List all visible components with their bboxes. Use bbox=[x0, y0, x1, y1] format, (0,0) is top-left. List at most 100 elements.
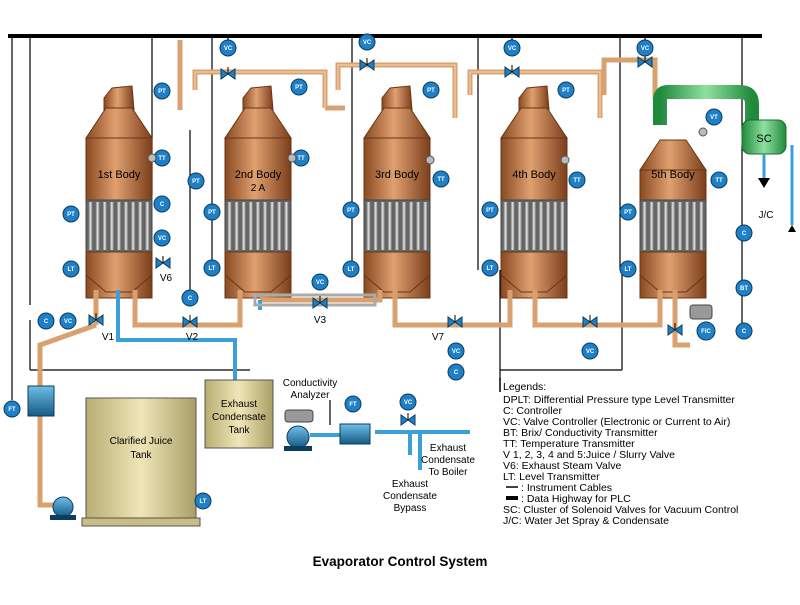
to-boiler-line1: Exhaust bbox=[430, 443, 466, 454]
ft-instrument-icon[interactable]: FT bbox=[3, 400, 21, 418]
pt-instrument-icon[interactable]: PT bbox=[422, 81, 440, 99]
legend-item: V 1, 2, 3, 4 and 5:Juice / Slurry Valve bbox=[503, 449, 675, 461]
vc-instrument-icon[interactable]: VC bbox=[399, 393, 417, 411]
vc-instrument-label: VC bbox=[586, 349, 595, 355]
c-instrument-icon[interactable]: C bbox=[181, 289, 199, 307]
vc-instrument-label: VC bbox=[404, 400, 413, 406]
legend-item: BT: Brix/ Conductivity Transmitter bbox=[503, 427, 658, 439]
tt-instrument-label: TT bbox=[573, 178, 581, 184]
c-instrument-icon[interactable]: C bbox=[37, 312, 55, 330]
pt-instrument-label: PT bbox=[486, 208, 494, 214]
pt-instrument-label: PT bbox=[208, 210, 216, 216]
lt-instrument-icon[interactable]: LT bbox=[342, 260, 360, 278]
valve-v4[interactable] bbox=[667, 323, 683, 336]
fic-instrument-icon[interactable]: FIC bbox=[696, 321, 716, 341]
pt-instrument-icon[interactable]: PT bbox=[187, 172, 205, 190]
pt-instrument-icon[interactable]: PT bbox=[557, 81, 575, 99]
vc-instrument-label: VC bbox=[452, 349, 461, 355]
c-instrument-icon[interactable]: C bbox=[735, 224, 753, 242]
bypass-line1: Exhaust bbox=[392, 479, 428, 490]
tt-instrument-icon[interactable]: TT bbox=[710, 171, 728, 189]
legend-item: TT: Temperature Transmitter bbox=[503, 438, 635, 450]
valve-vapour-1[interactable] bbox=[220, 67, 236, 80]
vc-instrument-icon[interactable]: VC bbox=[311, 273, 329, 291]
valve-v6-label: V6 bbox=[160, 273, 173, 284]
pt-instrument-label: PT bbox=[427, 88, 435, 94]
vc-instrument-label: VC bbox=[316, 280, 325, 286]
vc-instrument-icon[interactable]: VC bbox=[219, 39, 237, 57]
gauge-icon bbox=[698, 127, 708, 137]
vt-instrument-icon[interactable]: VT bbox=[705, 108, 723, 126]
legend-item: : Instrument Cables bbox=[521, 482, 612, 494]
valve-v7[interactable] bbox=[447, 315, 463, 328]
bt-instrument-icon[interactable]: BT bbox=[735, 279, 753, 297]
pt-instrument-icon[interactable]: PT bbox=[481, 201, 499, 219]
brix-sensor-icon bbox=[689, 304, 713, 320]
lt-instrument-icon[interactable]: LT bbox=[62, 260, 80, 278]
c-instrument-label: C bbox=[188, 296, 193, 302]
vc-instrument-label: VC bbox=[224, 46, 233, 52]
bt-instrument-label: BT bbox=[740, 286, 748, 292]
pt-instrument-label: PT bbox=[158, 89, 166, 95]
c-instrument-icon[interactable]: C bbox=[735, 322, 753, 340]
vc-instrument-icon[interactable]: VC bbox=[447, 342, 465, 360]
valve-v1[interactable] bbox=[88, 313, 104, 326]
pt-instrument-icon[interactable]: PT bbox=[62, 205, 80, 223]
tt-instrument-icon[interactable]: TT bbox=[432, 170, 450, 188]
legend-item: : Data Highway for PLC bbox=[521, 493, 631, 505]
valve-v5[interactable] bbox=[582, 315, 598, 328]
pt-instrument-icon[interactable]: PT bbox=[203, 203, 221, 221]
valve-v3[interactable] bbox=[312, 296, 328, 309]
vc-instrument-icon[interactable]: VC bbox=[636, 39, 654, 57]
clarified-tank-line1: Clarified Juice bbox=[110, 436, 173, 447]
ft-instrument-icon[interactable]: FT bbox=[344, 395, 362, 413]
legend: Legends: DPLT: Differential Pressure typ… bbox=[499, 378, 738, 527]
pt-instrument-icon[interactable]: PT bbox=[342, 201, 360, 219]
vc-instrument-label: VC bbox=[158, 236, 167, 242]
valve-vapour-3[interactable] bbox=[504, 65, 520, 78]
legend-item: DPLT: Differential Pressure type Level T… bbox=[503, 394, 735, 406]
pt-instrument-icon[interactable]: PT bbox=[619, 203, 637, 221]
lt-instrument-icon[interactable]: LT bbox=[619, 260, 637, 278]
valve-v6[interactable] bbox=[155, 256, 171, 269]
condensate-pipes bbox=[116, 290, 470, 470]
tt-instrument-icon[interactable]: TT bbox=[292, 149, 310, 167]
vc-instrument-icon[interactable]: VC bbox=[59, 312, 77, 330]
valve-vapour-4[interactable] bbox=[637, 55, 653, 68]
valve-v2[interactable] bbox=[182, 315, 198, 328]
evaporator-body-4: 4th Body bbox=[500, 85, 568, 299]
bypass-line3: Bypass bbox=[394, 503, 427, 514]
vc-instrument-icon[interactable]: VC bbox=[581, 342, 599, 360]
pt-instrument-label: PT bbox=[67, 212, 75, 218]
valve-vapour-2[interactable] bbox=[359, 58, 375, 71]
tt-instrument-label: TT bbox=[297, 156, 305, 162]
valve-boiler[interactable] bbox=[400, 413, 416, 426]
legend-item: C: Controller bbox=[503, 405, 562, 417]
lt-instrument-icon[interactable]: LT bbox=[194, 492, 212, 510]
lt-instrument-icon[interactable]: LT bbox=[203, 259, 221, 277]
bypass-line2: Condensate bbox=[383, 491, 437, 502]
vt-instrument-label: VT bbox=[710, 115, 718, 121]
lt-instrument-icon[interactable]: LT bbox=[481, 259, 499, 277]
pt-instrument-icon[interactable]: PT bbox=[290, 78, 308, 96]
body-label-1: 1st Body bbox=[98, 169, 141, 181]
lt-instrument-label: LT bbox=[348, 267, 355, 273]
conductivity-line2: Analyzer bbox=[291, 390, 331, 401]
vc-instrument-icon[interactable]: VC bbox=[358, 33, 376, 51]
vapour-pipes-highlight bbox=[194, 64, 601, 118]
vc-instrument-label: VC bbox=[508, 46, 517, 52]
flow-meter-icon bbox=[339, 423, 371, 445]
vc-instrument-icon[interactable]: VC bbox=[153, 229, 171, 247]
pt-instrument-icon[interactable]: PT bbox=[153, 82, 171, 100]
c-instrument-icon[interactable]: C bbox=[153, 195, 171, 213]
vc-instrument-icon[interactable]: VC bbox=[503, 39, 521, 57]
tt-instrument-icon[interactable]: TT bbox=[568, 171, 586, 189]
lt-instrument-label: LT bbox=[68, 267, 75, 273]
valve-v7-label: V7 bbox=[432, 332, 445, 343]
pt-instrument-label: PT bbox=[192, 179, 200, 185]
lt-instrument-label: LT bbox=[487, 266, 494, 272]
lt-instrument-label: LT bbox=[625, 267, 632, 273]
c-instrument-icon[interactable]: C bbox=[447, 363, 465, 381]
